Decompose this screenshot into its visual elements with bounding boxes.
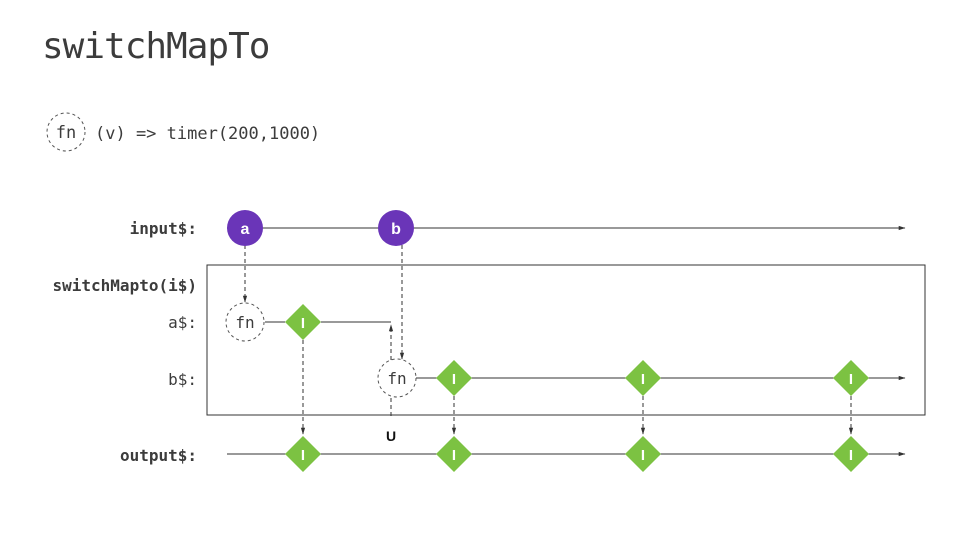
- b-emission-diamond-1: I: [436, 360, 472, 396]
- input-marble-b-label: b: [391, 221, 401, 238]
- output-emission-4-label: I: [849, 447, 853, 464]
- output-emission-3-label: I: [641, 447, 645, 464]
- operator-box: [206, 264, 926, 416]
- b-fn-circle: [377, 358, 417, 398]
- input-marble-a: [227, 210, 263, 246]
- b-emission-diamond-2: I: [625, 360, 661, 396]
- b-emission-3-label: I: [849, 371, 853, 388]
- page-title: switchMapTo: [42, 26, 270, 67]
- unsubscribe-label: U: [386, 428, 396, 444]
- output-emission-diamond-1: I: [285, 436, 321, 472]
- output-emission-diamond-2: I: [436, 436, 472, 472]
- b-stream-label: b$:: [168, 370, 197, 389]
- input-label: input$:: [130, 219, 197, 238]
- operator-label: switchMapto(i$): [53, 276, 198, 295]
- input-marble-b: [378, 210, 414, 246]
- a-fn-circle: [225, 302, 265, 342]
- legend-text: (v) => timer(200,1000): [95, 124, 320, 144]
- legend-fn-circle: [46, 112, 86, 152]
- b-fn-label: fn: [387, 369, 406, 388]
- b-emission-2-label: I: [641, 371, 645, 388]
- a-fn-label: fn: [235, 313, 254, 332]
- legend-fn-label: fn: [56, 123, 76, 143]
- a-emission-label: I: [301, 315, 305, 332]
- output-emission-2-label: I: [452, 447, 456, 464]
- output-emission-diamond-4: I: [833, 436, 869, 472]
- input-marble-a-label: a: [241, 221, 250, 238]
- a-emission-diamond: I: [285, 304, 321, 340]
- b-emission-1-label: I: [452, 371, 456, 388]
- output-label: output$:: [120, 446, 197, 465]
- output-emission-diamond-3: I: [625, 436, 661, 472]
- b-emission-diamond-3: I: [833, 360, 869, 396]
- a-stream-label: a$:: [168, 313, 197, 332]
- output-emission-1-label: I: [301, 447, 305, 464]
